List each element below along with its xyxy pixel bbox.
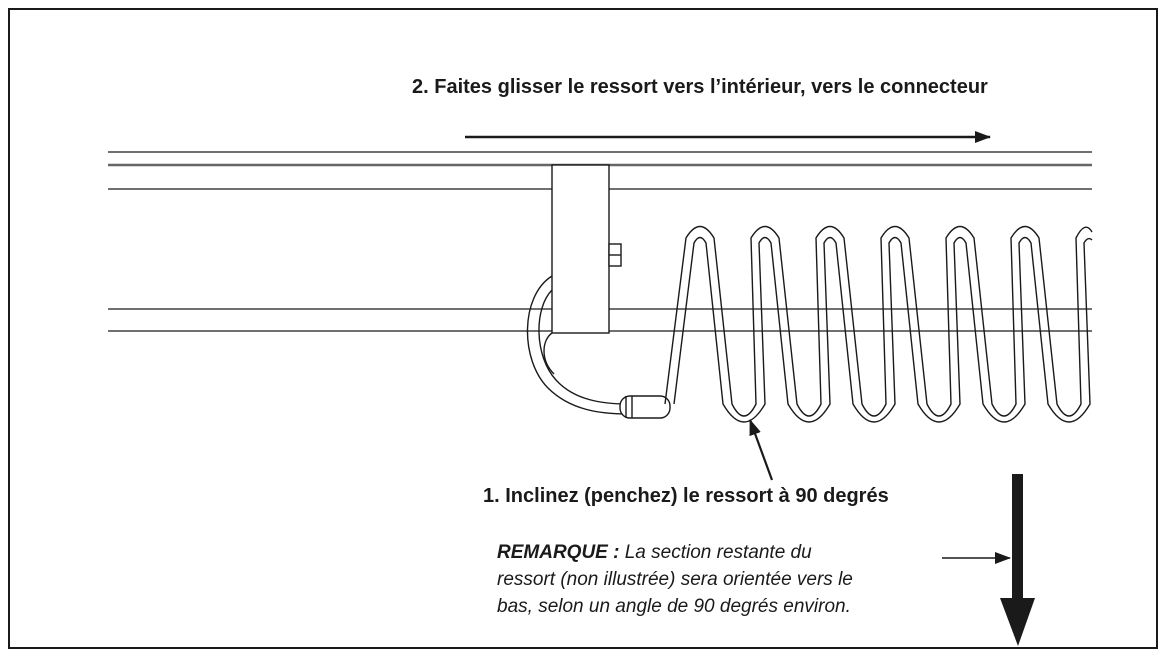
spring-coils <box>664 225 1093 423</box>
note-line-2: ressort (non illustrée) sera orientée ve… <box>497 569 853 590</box>
downward-orientation-arrow <box>1000 474 1035 646</box>
connector-bracket <box>551 164 622 334</box>
note-line-1: La section restante du <box>619 542 812 563</box>
note-line-3: bas, selon un angle de 90 degrés environ… <box>497 596 851 617</box>
step-1-label: 1. Inclinez (penchez) le ressort à 90 de… <box>483 485 889 507</box>
spring-bent-end <box>526 275 671 419</box>
note-text: REMARQUE : La section restante du ressor… <box>497 539 977 620</box>
diagram-frame <box>8 8 1158 649</box>
note-keyword: REMARQUE : <box>497 542 620 563</box>
step-2-label: 2. Faites glisser le ressort vers l’inté… <box>412 76 988 98</box>
bend-pointer-arrow <box>748 419 774 481</box>
